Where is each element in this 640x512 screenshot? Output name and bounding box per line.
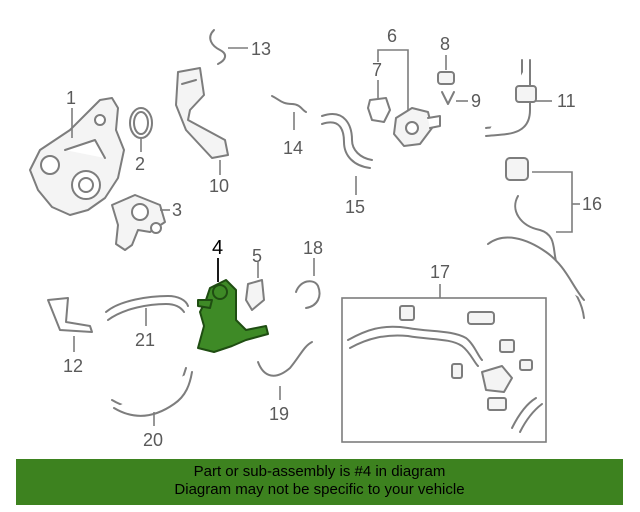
- part-8-sensor: [437, 55, 455, 85]
- part-19-hose: [257, 341, 313, 400]
- part-4-highlighted: [197, 258, 269, 353]
- part-10-bracket: [175, 67, 229, 175]
- callout-10: 10: [209, 176, 229, 196]
- part-1-housing: [29, 97, 125, 216]
- part-2-gasket: [129, 107, 153, 152]
- callout-3: 3: [172, 200, 182, 220]
- callout-5: 5: [252, 246, 262, 266]
- part-20-hose: [111, 367, 193, 426]
- part-12-bracket: [47, 297, 93, 352]
- callout-12: 12: [63, 356, 83, 376]
- callout-20: 20: [143, 430, 163, 450]
- part-15-hose: [321, 113, 373, 195]
- callout-1: 1: [66, 88, 76, 108]
- part-5-bracket: [245, 262, 265, 311]
- info-banner: Part or sub-assembly is #4 in diagram Di…: [16, 459, 623, 505]
- part-16-hose: [487, 157, 585, 319]
- callout-17: 17: [430, 262, 450, 282]
- part-17-kit: [341, 284, 547, 443]
- part-6-7-assembly: [367, 49, 441, 147]
- callout-15: 15: [345, 197, 365, 217]
- part-11-hose: [485, 59, 552, 137]
- callout-21: 21: [135, 330, 155, 350]
- callout-11: 11: [557, 91, 576, 111]
- callout-18: 18: [303, 238, 323, 258]
- callout-6: 6: [387, 26, 397, 46]
- banner-line-1: Part or sub-assembly is #4 in diagram: [193, 463, 446, 480]
- part-18-hose: [295, 258, 321, 309]
- part-9-clip: [441, 91, 468, 105]
- part-21-hose: [105, 295, 189, 326]
- part-13-hose: [209, 29, 248, 65]
- part-3-outlet: [111, 194, 170, 251]
- callout-13: 13: [251, 39, 271, 59]
- callout-2: 2: [135, 154, 145, 174]
- callout-9: 9: [471, 91, 481, 111]
- part-14-hose: [271, 95, 307, 130]
- callout-8: 8: [440, 34, 450, 54]
- banner-line-2: Diagram may not be specific to your vehi…: [174, 481, 465, 498]
- callout-14: 14: [283, 138, 303, 158]
- callout-4: 4: [212, 237, 223, 259]
- callout-16: 16: [582, 194, 602, 214]
- callout-19: 19: [269, 404, 289, 424]
- callout-7: 7: [372, 60, 382, 80]
